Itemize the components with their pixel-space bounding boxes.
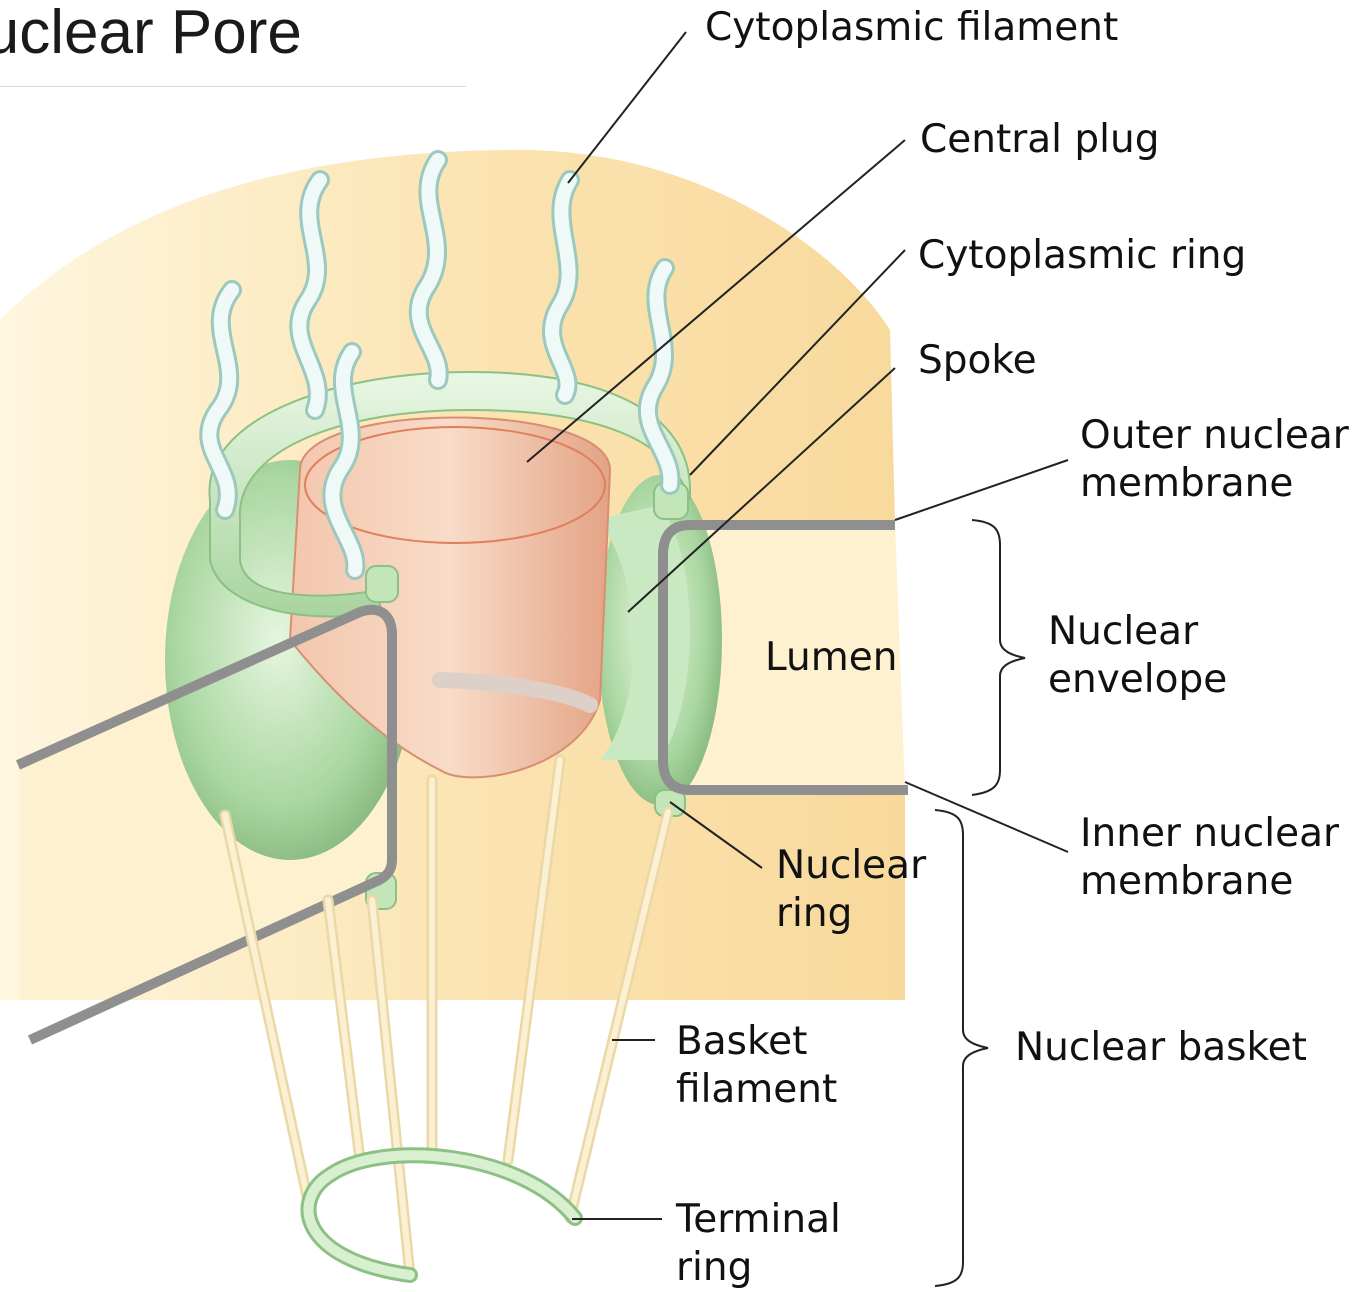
leader-cytoplasmic-filament: [568, 32, 686, 183]
label-lumen: Lumen: [765, 634, 897, 682]
label-cytoplasmic-filament: Cytoplasmic filament: [705, 4, 1118, 52]
leader-outer-membrane: [895, 460, 1068, 520]
label-central-plug: Central plug: [920, 116, 1159, 164]
label-spoke: Spoke: [918, 337, 1037, 385]
nuclear-envelope-bracket: [972, 520, 1025, 795]
label-nuclear-ring: Nuclear ring: [776, 842, 926, 938]
label-basket-filament: Basket filament: [676, 1018, 837, 1114]
title-divider: [0, 86, 466, 87]
label-nuclear-envelope: Nuclear envelope: [1048, 608, 1227, 704]
label-cytoplasmic-ring: Cytoplasmic ring: [918, 232, 1246, 280]
cytoplasmic-ring-knob-left: [366, 566, 398, 602]
page-title: Nuclear Pore: [0, 0, 302, 70]
label-terminal-ring: Terminal ring: [676, 1196, 841, 1292]
label-nuclear-basket: Nuclear basket: [1015, 1024, 1307, 1072]
label-outer-nuclear-membrane: Outer nuclear membrane: [1080, 412, 1349, 508]
label-inner-nuclear-membrane: Inner nuclear membrane: [1080, 810, 1339, 906]
